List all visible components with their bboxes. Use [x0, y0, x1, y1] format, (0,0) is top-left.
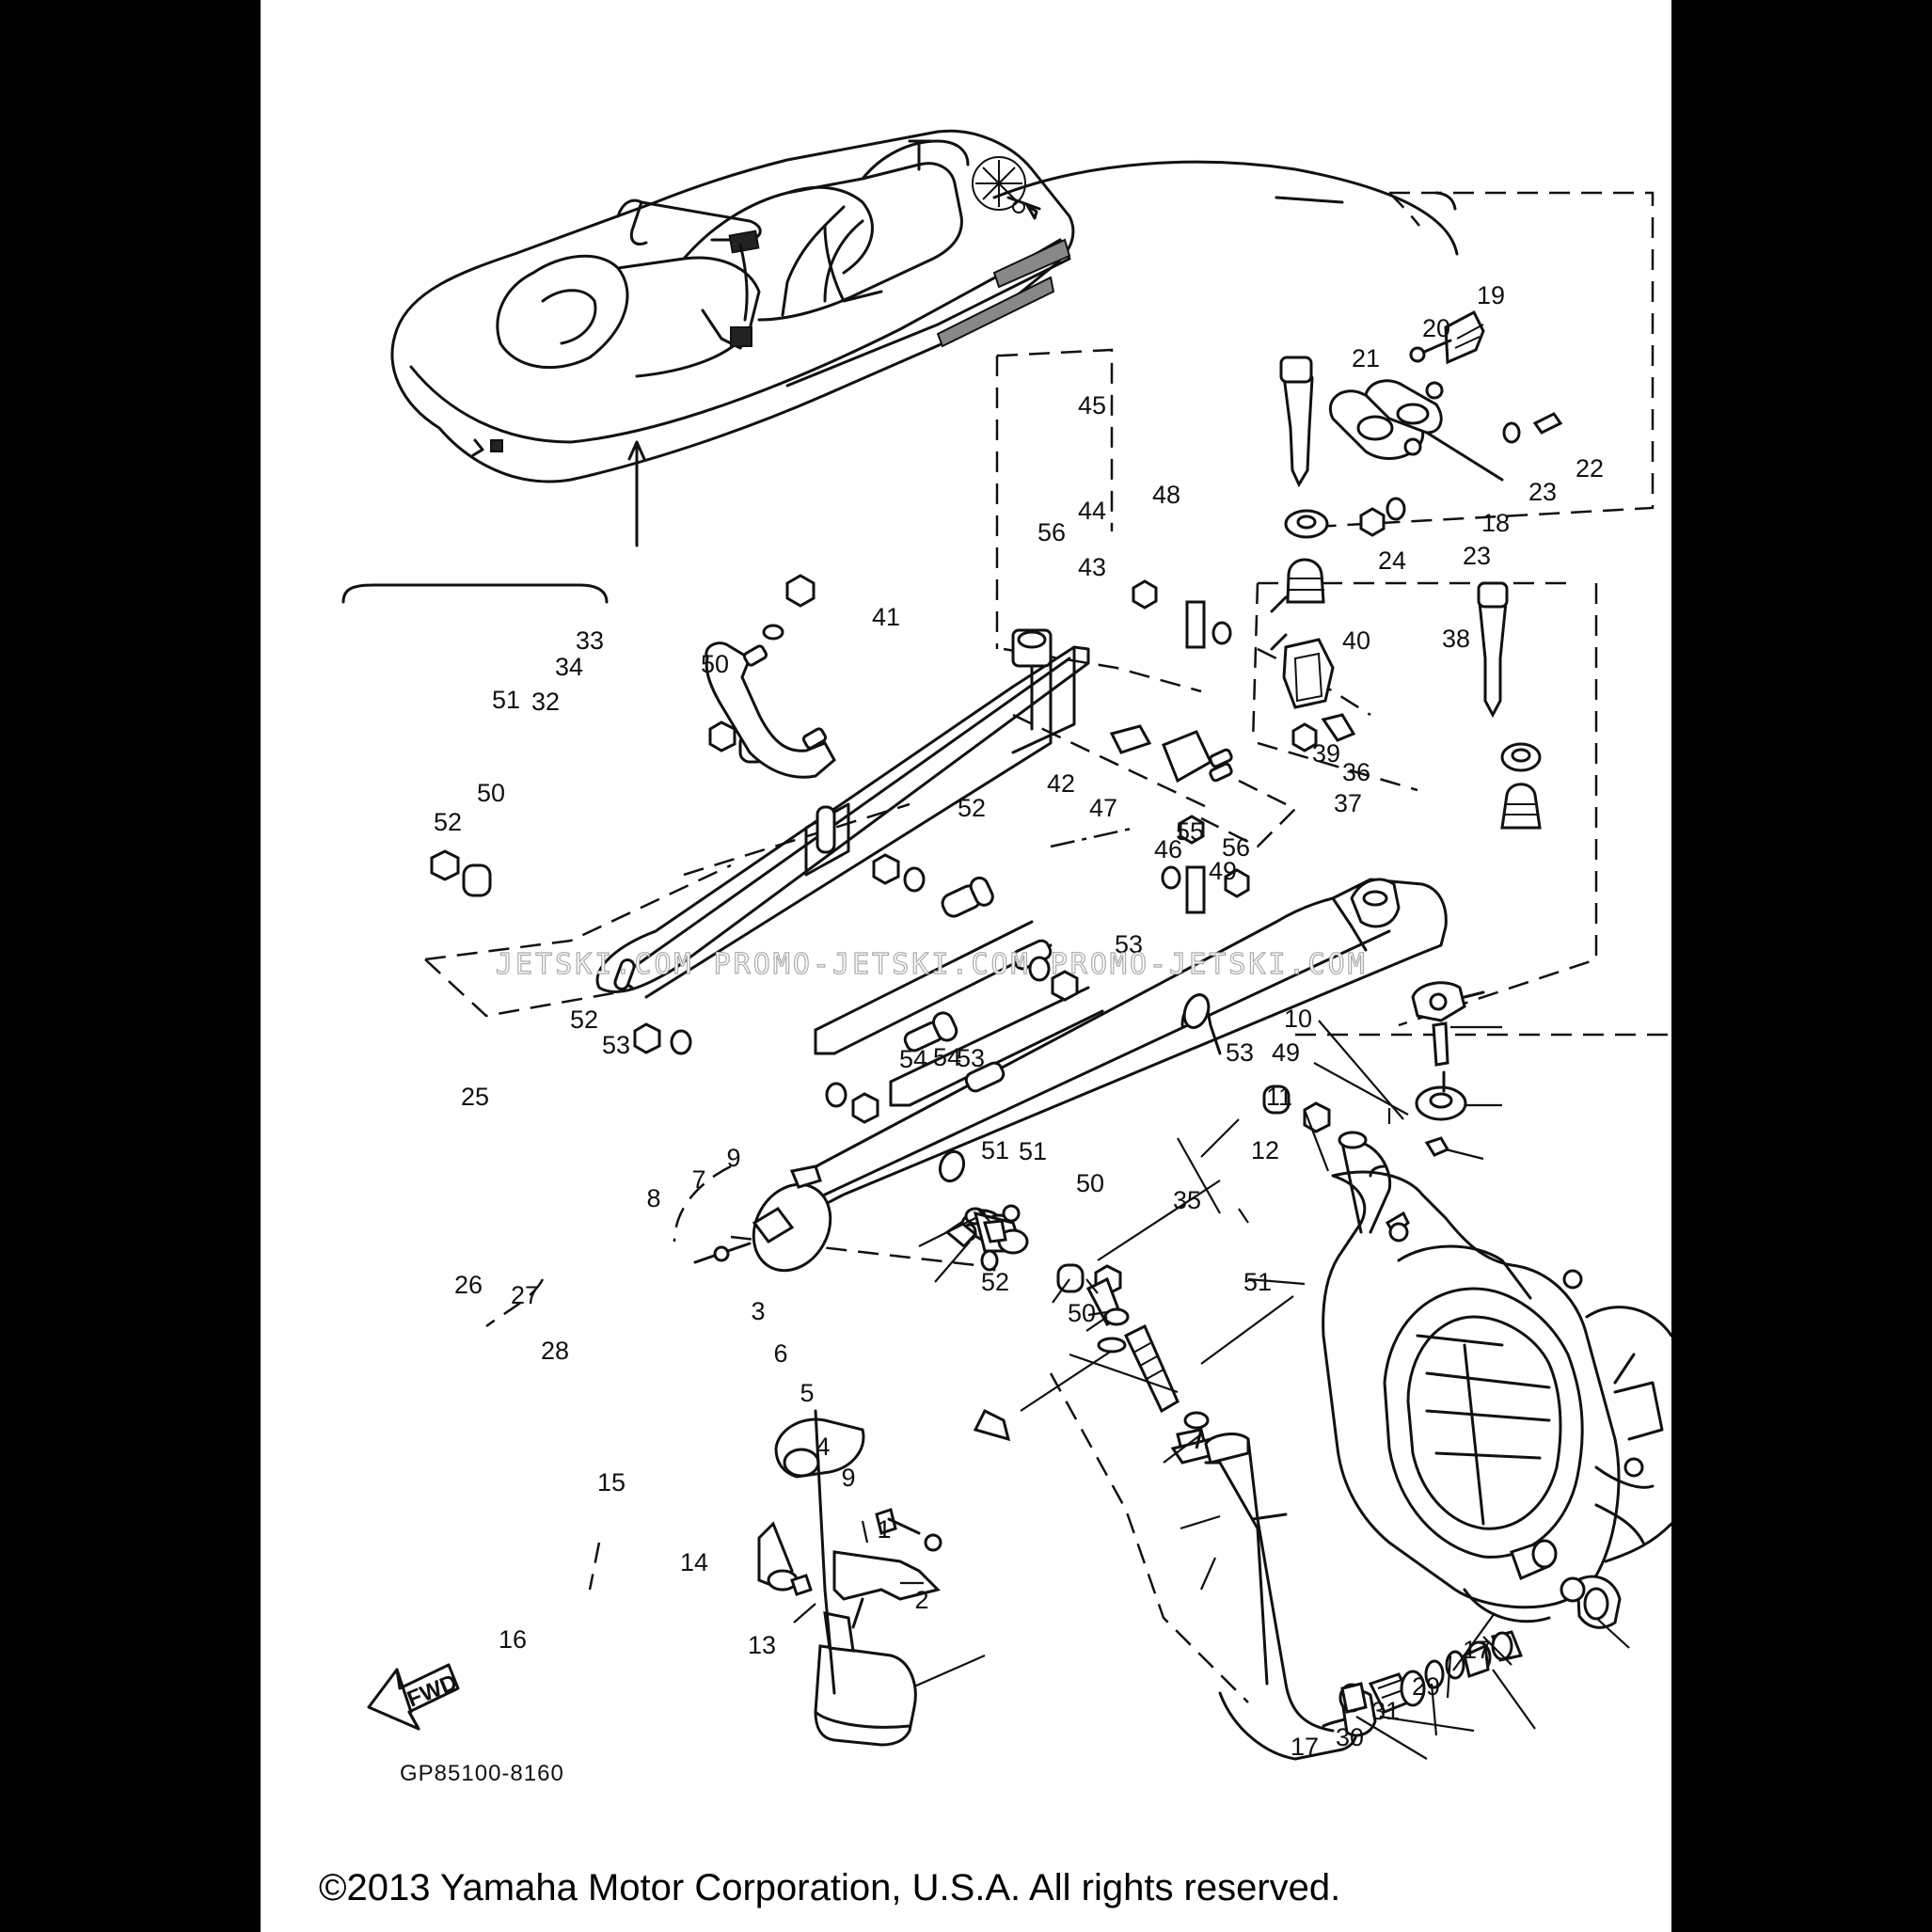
callout-19: 19 [1477, 281, 1505, 309]
callout-30: 30 [1336, 1723, 1364, 1751]
callout-55: 55 [1176, 817, 1204, 846]
callout-50: 50 [1068, 1299, 1096, 1327]
callout-39: 39 [1312, 739, 1340, 768]
leader-lines [793, 1020, 1630, 1760]
diagram-sheet: FWD [261, 0, 1671, 1932]
frame-35 [793, 878, 1448, 1211]
right-valve-assembly [1270, 581, 1542, 830]
callout-52: 52 [434, 808, 462, 836]
handle-32-assembly [705, 574, 836, 779]
callout-1: 1 [877, 1515, 891, 1544]
callout-34: 34 [555, 653, 583, 681]
callout-51: 51 [981, 1136, 1009, 1164]
callout-46: 46 [1154, 835, 1182, 863]
callout-10: 10 [1284, 1005, 1312, 1033]
callout-24: 24 [1378, 546, 1406, 575]
callout-6: 6 [773, 1339, 787, 1368]
callout-15: 15 [597, 1468, 626, 1497]
callout-17: 17 [1463, 1636, 1491, 1664]
watercraft-illustration [341, 129, 1459, 604]
callout-51: 51 [1243, 1268, 1272, 1296]
callout-9: 9 [726, 1144, 740, 1172]
callout-52: 52 [981, 1268, 1009, 1296]
callout-52: 52 [570, 1006, 598, 1034]
callout-32: 32 [531, 688, 560, 716]
callout-20: 20 [1422, 314, 1450, 342]
callout-48: 48 [1152, 481, 1180, 509]
callout-33: 33 [576, 626, 604, 655]
shafts-55 [814, 876, 1104, 1107]
catalog-code: GP85100-8160 [400, 1761, 564, 1786]
callout-51: 51 [492, 686, 520, 714]
callout-22: 22 [1576, 454, 1604, 483]
callout-54: 54 [933, 1043, 961, 1071]
bilge-fitting-assembly [1328, 309, 1563, 537]
callout-4: 4 [816, 1433, 830, 1461]
callout-7: 7 [691, 1165, 705, 1194]
callout-12: 12 [1251, 1136, 1279, 1164]
hose-assembly [944, 1204, 1377, 1761]
callout-50: 50 [477, 779, 505, 807]
callout-2: 2 [914, 1586, 928, 1614]
callout-13: 13 [748, 1631, 776, 1659]
callout-56: 56 [1222, 833, 1250, 862]
parts-diagram: FWD [341, 129, 1671, 1761]
copyright-notice: ©2013 Yamaha Motor Corporation, U.S.A. A… [319, 1867, 1341, 1908]
fwd-arrow: FWD [367, 1663, 461, 1731]
callout-53: 53 [1115, 930, 1143, 958]
watermark: JETSKI.COM PROMO-JETSKI.COM PROMO-JETSKI… [496, 948, 1368, 981]
callout-11: 11 [1266, 1083, 1292, 1111]
callout-16: 16 [499, 1625, 527, 1654]
callout-45: 45 [1078, 391, 1106, 420]
callout-8: 8 [646, 1184, 660, 1212]
callout-5: 5 [800, 1379, 814, 1407]
water-box-assembly [693, 1164, 942, 1747]
frame-42 [595, 628, 1090, 999]
callout-47: 47 [1089, 794, 1117, 822]
callout-14: 14 [680, 1548, 708, 1576]
callout-43: 43 [1078, 553, 1106, 581]
callout-49: 49 [1209, 857, 1237, 885]
callout-50: 50 [1076, 1169, 1104, 1197]
callout-53: 53 [602, 1031, 630, 1059]
bracket-assembly [1109, 724, 1298, 848]
jet-pump-housing [1322, 1131, 1671, 1662]
drain-plug-assembly [1411, 981, 1485, 1157]
callout-26: 26 [454, 1271, 483, 1299]
callout-54: 54 [899, 1045, 927, 1073]
callout-3: 3 [751, 1297, 765, 1325]
callout-50: 50 [701, 650, 729, 678]
callout-44: 44 [1078, 497, 1106, 525]
callout-36: 36 [1342, 758, 1370, 786]
callout-25: 25 [461, 1083, 489, 1111]
callout-38: 38 [1442, 625, 1470, 653]
callout-52: 52 [958, 794, 986, 822]
callout-29: 29 [1412, 1672, 1440, 1701]
callout-28: 28 [541, 1337, 569, 1365]
callout-9: 9 [841, 1464, 855, 1492]
callout-31: 31 [1371, 1697, 1400, 1725]
fwd-label: FWD [404, 1670, 461, 1713]
callout-18: 18 [1481, 509, 1510, 537]
callout-21: 21 [1352, 344, 1380, 372]
callout-53: 53 [1226, 1038, 1254, 1067]
valve-46-assembly [1279, 356, 1329, 604]
callout-42: 42 [1047, 769, 1075, 798]
callout-51: 51 [1019, 1137, 1047, 1165]
callout-49: 49 [1272, 1038, 1300, 1067]
callout-41: 41 [872, 603, 900, 631]
callout-23: 23 [1528, 478, 1557, 506]
callout-17: 17 [1291, 1733, 1319, 1761]
callout-56: 56 [1037, 518, 1066, 546]
callout-27: 27 [511, 1281, 539, 1309]
callout-40: 40 [1342, 626, 1370, 655]
callout-23: 23 [1463, 542, 1491, 570]
callout-37: 37 [1334, 789, 1362, 817]
callout-35: 35 [1173, 1186, 1201, 1214]
callout-53: 53 [957, 1044, 985, 1072]
